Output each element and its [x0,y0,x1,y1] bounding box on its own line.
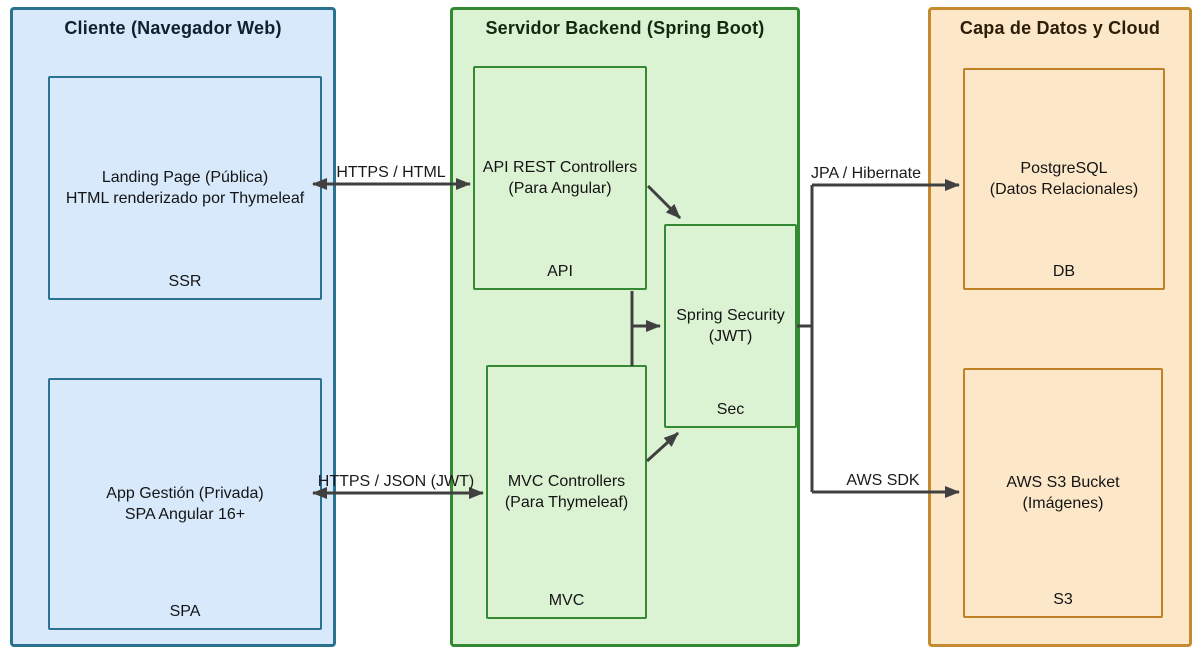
node-db-line2: (Datos Relacionales) [989,181,1139,198]
node-spa-tag: SPA [169,603,201,620]
node-spa-line1: App Gestión (Privada) [106,485,264,502]
node-ssr-line1: Landing Page (Pública) [101,169,269,186]
node-mvc-line1: MVC Controllers [507,473,626,490]
node-db-tag: DB [1052,263,1076,280]
edge-label-https-html: HTTPS / HTML [336,164,445,181]
node-api: API REST Controllers (Para Angular) API [473,66,647,290]
node-mvc-tag: MVC [548,592,585,609]
container-cliente: Cliente (Navegador Web) Landing Page (Pú… [10,7,336,647]
node-s3-tag: S3 [1053,591,1073,608]
edge-label-aws-sdk: AWS SDK [846,472,920,489]
node-api-label: API REST Controllers (Para Angular) [479,157,641,199]
node-api-tag: API [547,263,573,280]
node-api-line2: (Para Angular) [508,180,612,197]
node-spa: App Gestión (Privada) SPA Angular 16+ SP… [48,378,322,630]
node-sec-line2: (JWT) [708,328,753,345]
node-s3-line1: AWS S3 Bucket [1006,474,1120,491]
node-s3-label: AWS S3 Bucket (Imágenes) [1002,472,1123,514]
node-s3: AWS S3 Bucket (Imágenes) S3 [963,368,1163,618]
edge-label-jpa-hibernate: JPA / Hibernate [811,165,921,182]
container-datos: Capa de Datos y Cloud [928,7,1192,647]
node-ssr: Landing Page (Pública) HTML renderizado … [48,76,322,300]
node-db-line1: PostgreSQL [1020,160,1108,177]
node-ssr-line2: HTML renderizado por Thymeleaf [65,190,305,207]
node-sec: Spring Security (JWT) Sec [664,224,797,428]
node-spa-label: App Gestión (Privada) SPA Angular 16+ [102,483,267,525]
node-mvc: MVC Controllers (Para Thymeleaf) MVC [486,365,647,619]
node-sec-line1: Spring Security [676,307,785,324]
node-db: PostgreSQL (Datos Relacionales) DB [963,68,1165,290]
container-cliente-title: Cliente (Navegador Web) [64,18,282,38]
node-mvc-line2: (Para Thymeleaf) [504,494,629,511]
node-db-label: PostgreSQL (Datos Relacionales) [986,158,1143,200]
node-spa-line2: SPA Angular 16+ [124,506,246,523]
node-s3-line2: (Imágenes) [1022,495,1104,512]
node-ssr-tag: SSR [168,273,202,290]
node-ssr-label: Landing Page (Pública) HTML renderizado … [62,167,308,209]
node-api-line1: API REST Controllers [482,159,638,176]
container-backend-title: Servidor Backend (Spring Boot) [485,18,765,38]
node-mvc-label: MVC Controllers (Para Thymeleaf) [501,471,632,513]
container-datos-title: Capa de Datos y Cloud [959,18,1161,38]
container-backend: Servidor Backend (Spring Boot) [450,7,800,647]
node-sec-label: Spring Security (JWT) [672,305,789,347]
node-sec-tag: Sec [716,401,745,418]
